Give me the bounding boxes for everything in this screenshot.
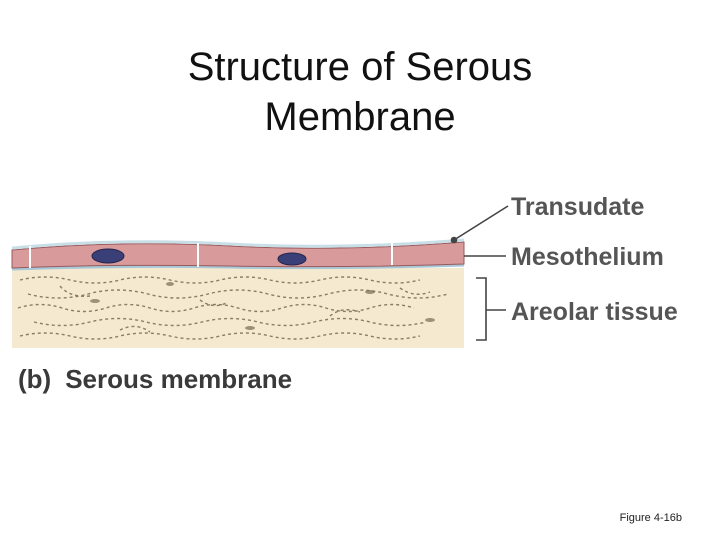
slide-title-line-2: Membrane <box>264 95 456 139</box>
label-leaders <box>450 205 509 341</box>
label-mesothelium: Mesothelium <box>511 243 664 271</box>
slide-title-line-1: Structure of Serous <box>187 45 533 89</box>
areolar-cells <box>90 282 435 330</box>
membrane-illustration <box>11 205 509 348</box>
label-areolar-tissue: Areolar tissue <box>511 298 678 326</box>
slide-title: Structure of Serous Membrane <box>0 42 720 142</box>
mesothelial-nuclei <box>91 248 307 266</box>
figure-number: Figure 4-16b <box>619 512 682 524</box>
label-transudate: Transudate <box>511 193 645 221</box>
connective-fibers <box>17 276 449 340</box>
panel-caption-text: Serous membrane <box>65 364 293 394</box>
panel-letter: (b) <box>18 364 52 394</box>
cell-boundaries <box>29 241 393 268</box>
serous-membrane-diagram: Transudate Mesothelium Areolar tissue <box>0 180 720 400</box>
panel-caption: (b) Serous membrane <box>18 364 292 395</box>
transudate-layer <box>11 238 465 250</box>
mesothelium-layer <box>11 241 465 269</box>
